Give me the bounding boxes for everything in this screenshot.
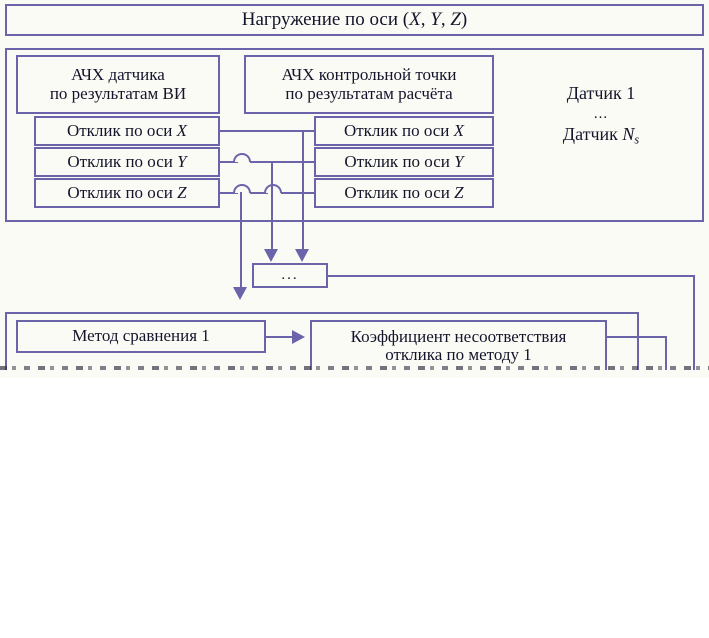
computed-response-label-x: Отклик по оси X <box>343 120 465 140</box>
wire-drop-vertical-x <box>302 130 304 256</box>
arrow-into-ellipsis-box-right <box>295 249 309 262</box>
scan-edge-fade <box>0 370 709 378</box>
sensor-range-last: Датчик Ns <box>562 124 640 147</box>
wire-z-horizontal-b <box>250 192 268 194</box>
nested-bracket-outer-vertical <box>693 275 695 371</box>
nested-bracket-inner-vertical <box>637 312 639 372</box>
nested-bracket-mid-vertical <box>665 336 667 372</box>
measured-frf-header-box: АЧХ датчика по результатам ВИ <box>16 55 220 114</box>
wire-y-horizontal-mid <box>250 161 314 163</box>
computed-frf-header-line1: АЧХ контрольной точки <box>281 65 457 85</box>
measured-response-box-x: Отклик по оси X <box>34 116 220 146</box>
computed-frf-header-box: АЧХ контрольной точки по результатам рас… <box>244 55 494 114</box>
measured-response-label-x: Отклик по оси X <box>66 120 188 140</box>
measured-response-label-z: Отклик по оси Z <box>67 182 187 202</box>
wire-drop-vertical-z <box>240 192 242 287</box>
computed-frf-header-line2: по результатам расчёта <box>285 83 453 103</box>
wire-x-horizontal <box>220 130 314 132</box>
wire-z-hop-over-vertical2 <box>264 184 282 193</box>
measured-frf-header-line2: по результатам ВИ <box>49 83 187 103</box>
mismatch-coefficient-line2: отклика по методу 1 <box>385 345 532 364</box>
loading-axis-title-box: Нагружение по оси (X, Y, Z) <box>5 4 704 36</box>
measured-response-box-y: Отклик по оси Y <box>34 147 220 177</box>
computed-response-box-x: Отклик по оси X <box>314 116 494 146</box>
comparison-method-label: Метод сравнения 1 <box>72 326 210 346</box>
arrow-into-method-box <box>233 287 247 300</box>
wire-z-horizontal-c <box>281 192 314 194</box>
ellipsis-box-out-wire <box>328 275 695 277</box>
computed-response-box-z: Отклик по оси Z <box>314 178 494 208</box>
wire-y-hop-over-vertical1 <box>233 153 251 162</box>
arrow-into-ellipsis-box-left <box>264 249 278 262</box>
measured-response-box-z: Отклик по оси Z <box>34 178 220 208</box>
mismatch-coefficient-box: Коэффициент несоответствия отклика по ме… <box>310 320 607 372</box>
sensor-range-ellipsis: ... <box>593 105 609 122</box>
loading-axis-title-label: Нагружение по оси (X, Y, Z) <box>241 8 468 30</box>
computed-response-label-y: Отклик по оси Y <box>344 151 464 171</box>
comparison-method-box: Метод сравнения 1 <box>16 320 266 353</box>
block-diagram-figure: Нагружение по оси (X, Y, Z) АЧХ датчика … <box>0 4 709 378</box>
measured-response-label-y: Отклик по оси Y <box>67 151 187 171</box>
sensor-range-caption: Датчик 1 ... Датчик Ns <box>512 82 690 148</box>
computed-response-label-z: Отклик по оси Z <box>344 182 464 202</box>
ellipsis-stage-box: ... <box>252 263 328 288</box>
measured-frf-header-line1: АЧХ датчика <box>71 65 165 85</box>
wire-method-to-coefficient <box>266 336 294 338</box>
sensor-range-first: Датчик 1 <box>566 83 636 103</box>
wire-drop-vertical-y <box>271 161 273 256</box>
ellipsis-stage-label: ... <box>281 267 299 284</box>
mismatch-coefficient-line1: Коэффициент несоответствия <box>350 326 567 346</box>
arrow-method-to-coefficient <box>292 330 305 344</box>
wire-y-horizontal-left <box>220 161 238 163</box>
wire-z-horizontal-a <box>220 192 238 194</box>
computed-response-box-y: Отклик по оси Y <box>314 147 494 177</box>
wire-z-hop-over-vertical1 <box>233 184 251 193</box>
